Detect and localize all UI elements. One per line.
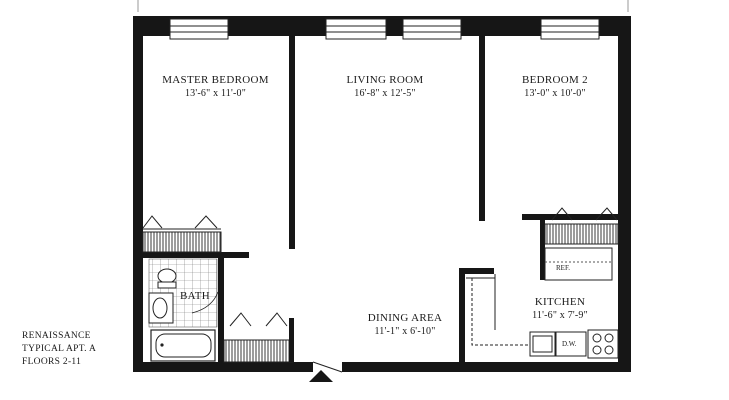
bathroom <box>148 258 219 362</box>
floor-range: FLOORS 2-11 <box>22 357 82 367</box>
window-bedroom-2 <box>540 18 600 40</box>
refrigerator-label: REF. <box>556 264 571 272</box>
toilet-fixture <box>157 268 177 289</box>
building-note: RENAISSANCE TYPICAL APT. A FLOORS 2-11 <box>22 330 96 369</box>
closet-bedroom-2 <box>544 207 619 245</box>
room-name: DINING AREA <box>367 312 443 324</box>
room-label-living-room: LIVING ROOM 16'-8" x 12'-5" <box>310 74 460 100</box>
building-name: RENAISSANCE <box>22 331 91 341</box>
room-name: BATH <box>180 290 210 302</box>
room-name: MASTER BEDROOM <box>162 74 269 86</box>
closet-hall <box>223 312 294 363</box>
sink-fixture <box>148 292 174 324</box>
bathtub-fixture <box>150 329 216 362</box>
room-label-kitchen: KITCHEN 11'-6" x 7'-9" <box>505 296 615 322</box>
room-dimensions: 13'-6" x 11'-0" <box>184 88 247 99</box>
room-name: KITCHEN <box>534 296 586 308</box>
kitchen-sink <box>529 331 556 357</box>
exterior-edge <box>137 0 629 12</box>
room-dimensions: 11'-6" x 7'-9" <box>532 310 588 321</box>
room-label-master-bedroom: MASTER BEDROOM 13'-6" x 11'-0" <box>148 74 283 100</box>
room-dimensions: 16'-8" x 12'-5" <box>354 88 416 99</box>
room-label-dining-area: DINING AREA 11'-1" x 6'-10" <box>350 312 460 338</box>
window-master-bedroom <box>169 18 229 40</box>
refrigerator <box>544 247 613 281</box>
dishwasher <box>555 331 587 357</box>
stove <box>587 329 619 359</box>
room-name: LIVING ROOM <box>346 74 424 86</box>
bath-door-swing <box>191 291 219 314</box>
room-label-bedroom-2: BEDROOM 2 13'-0" x 10'-0" <box>495 74 615 100</box>
window-living-right <box>402 18 462 40</box>
windows <box>169 18 600 40</box>
dishwasher-label: D.W. <box>562 340 577 348</box>
room-dimensions: 13'-0" x 10'-0" <box>524 88 586 99</box>
window-living-left <box>325 18 387 40</box>
room-dimensions: 11'-1" x 6'-10" <box>374 326 436 337</box>
room-label-bath: BATH <box>176 290 214 303</box>
room-name: BEDROOM 2 <box>522 74 588 86</box>
entry-door <box>309 361 343 382</box>
kitchen-fixtures <box>466 247 619 359</box>
apartment-type: TYPICAL APT. A <box>22 344 97 354</box>
closet-master <box>142 215 222 253</box>
